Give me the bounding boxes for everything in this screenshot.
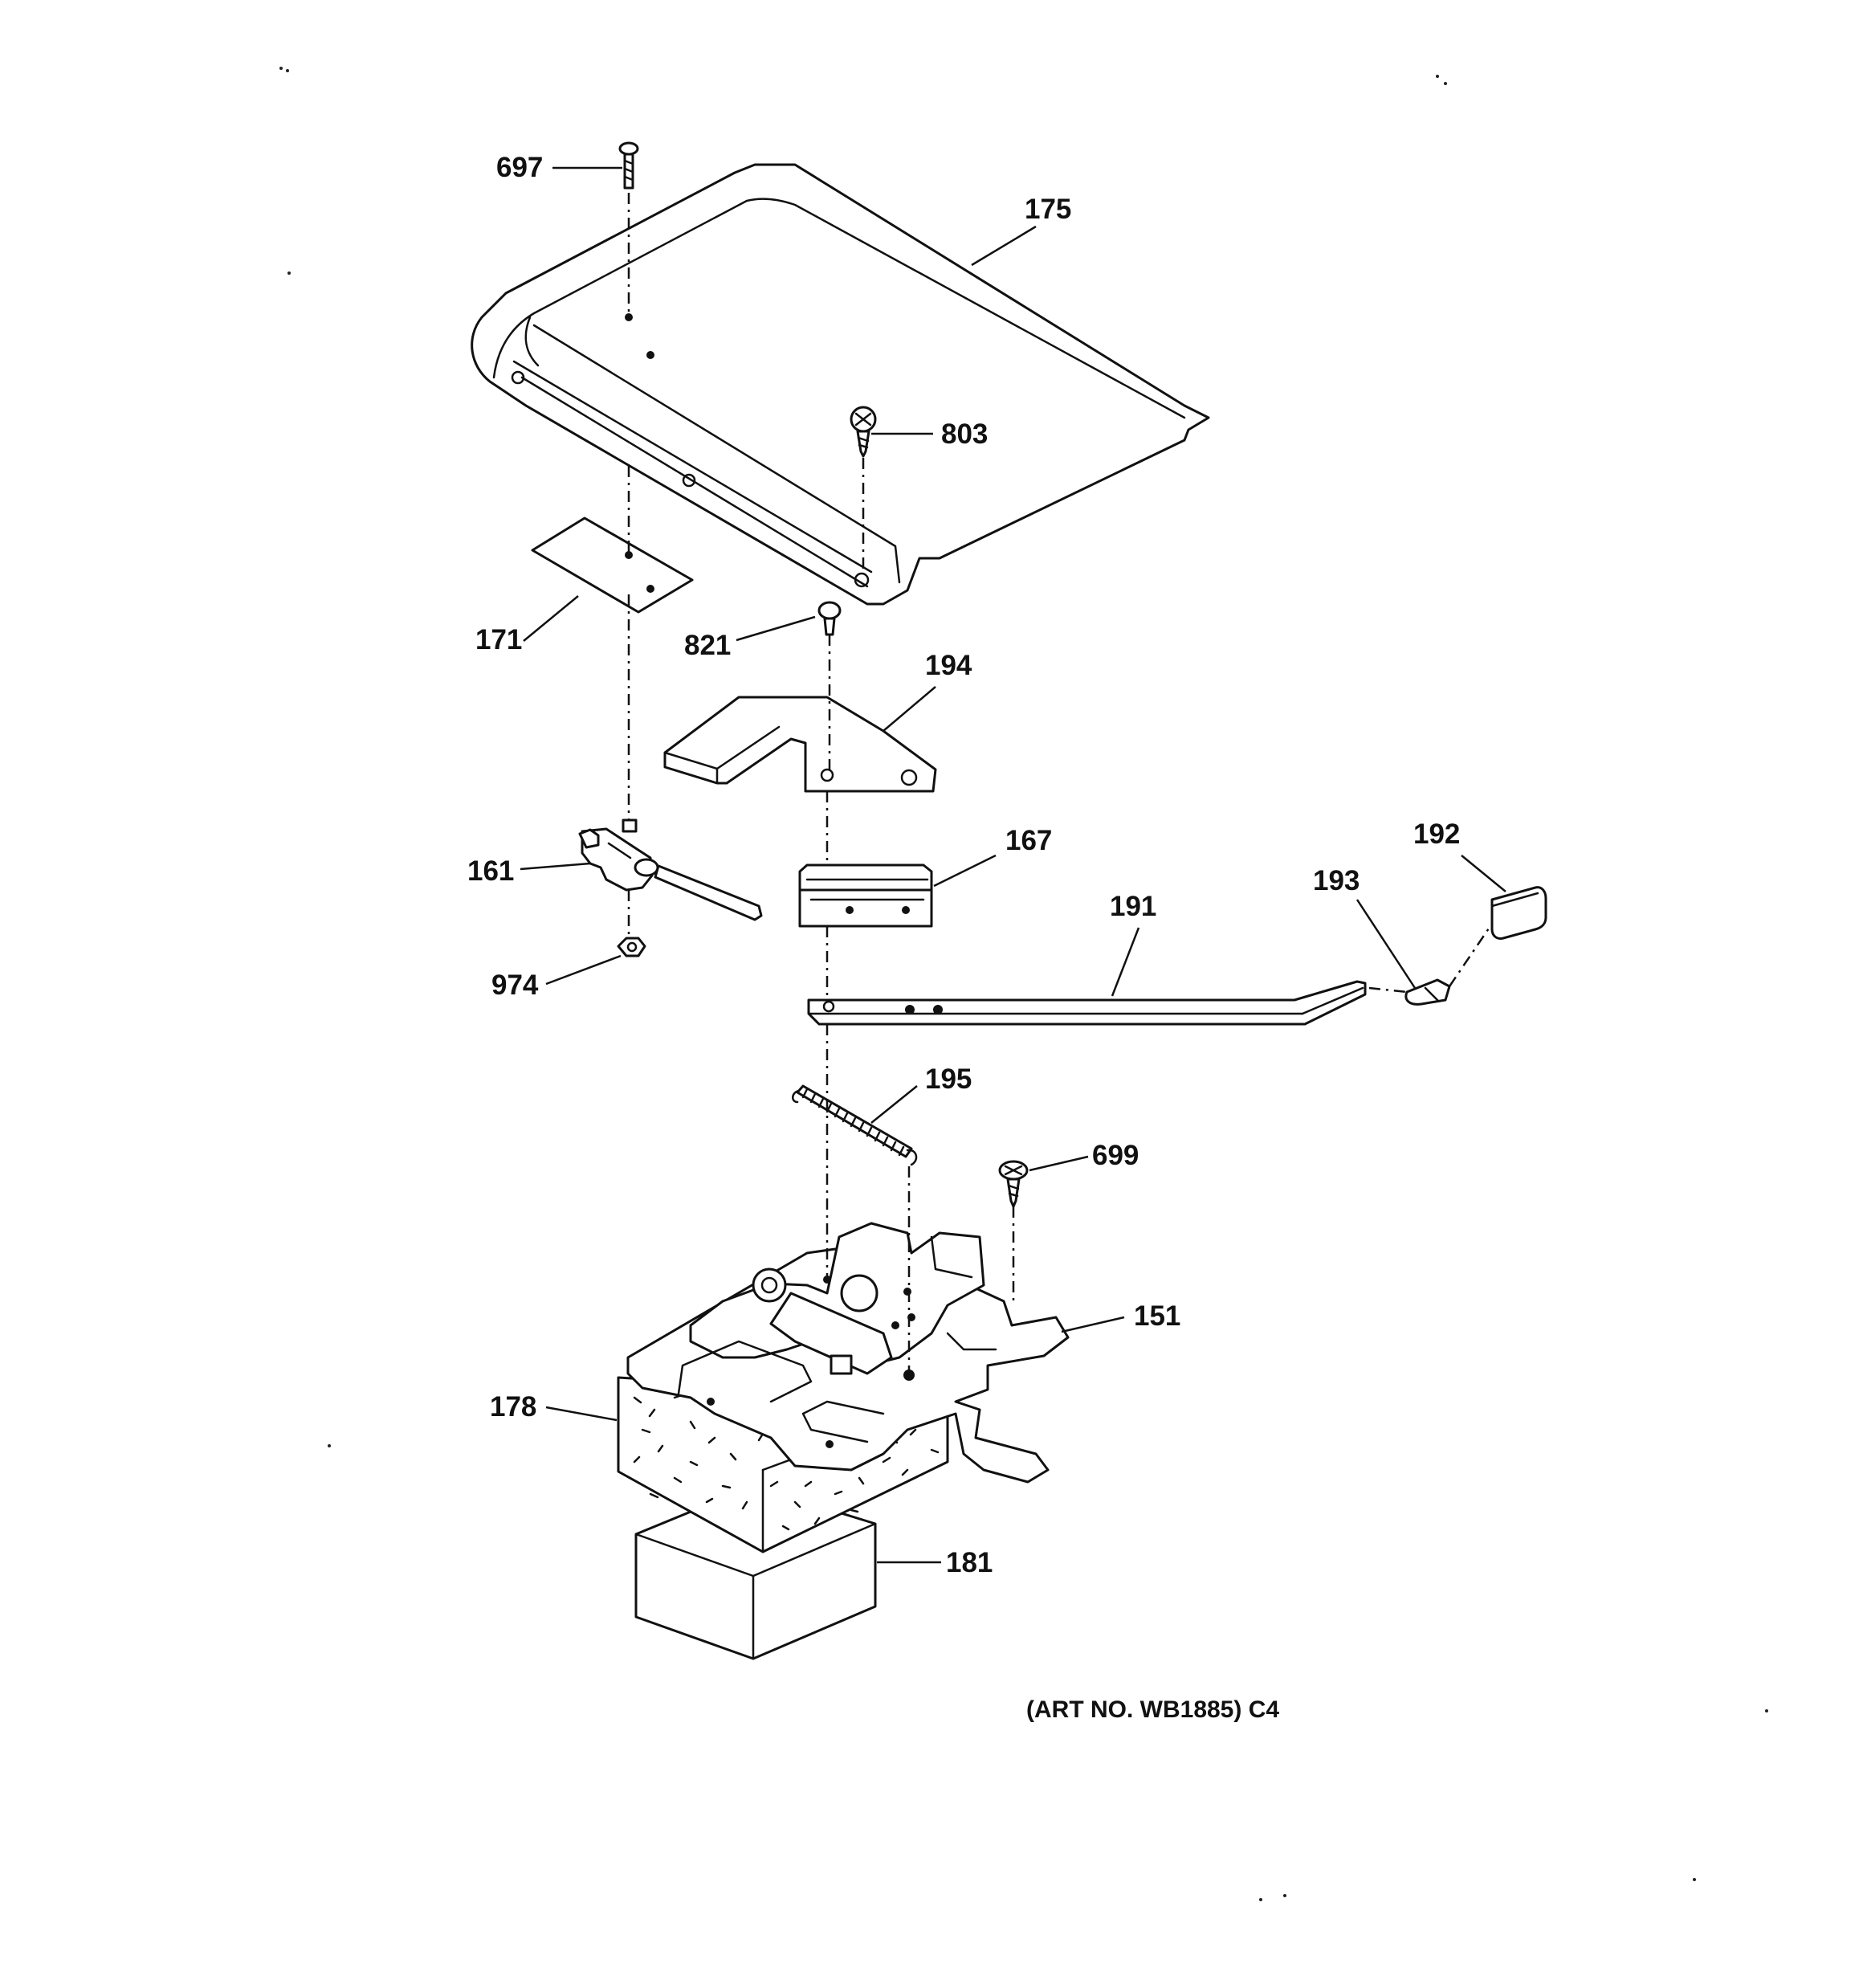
art-number: (ART NO. WB1885) C4 (1026, 1696, 1279, 1723)
callout-178: 178 (490, 1391, 536, 1423)
callout-193: 193 (1313, 865, 1360, 896)
part-699-screw (998, 1160, 1029, 1208)
part-194-bracket (663, 696, 937, 793)
callout-803: 803 (941, 418, 988, 450)
callout-191: 191 (1110, 891, 1156, 922)
part-821-screw (817, 601, 842, 636)
part-167-block (798, 863, 933, 928)
callout-192: 192 (1413, 818, 1460, 850)
callout-167: 167 (1005, 825, 1052, 856)
callout-181: 181 (946, 1547, 993, 1578)
callout-171: 171 (475, 624, 522, 655)
callout-labels: 697 175 803 171 821 194 161 167 192 193 … (467, 152, 1460, 1578)
part-193-clip (1404, 978, 1451, 1006)
callout-821: 821 (684, 630, 731, 661)
part-175-top-cover (471, 163, 1210, 606)
insulation-texture (633, 1394, 940, 1531)
callout-195: 195 (925, 1063, 972, 1095)
part-191-rod (807, 980, 1367, 1026)
callout-151: 151 (1134, 1300, 1180, 1332)
part-974-nut (617, 937, 646, 957)
callout-974: 974 (491, 970, 539, 1001)
part-192-cap (1490, 886, 1547, 940)
part-803-screw (850, 406, 877, 458)
part-161-switch (578, 818, 763, 921)
leader-lines (520, 166, 1506, 1564)
scan-noise (279, 67, 1768, 1901)
callout-699: 699 (1092, 1140, 1139, 1171)
part-171-plate (531, 516, 694, 614)
callout-175: 175 (1025, 194, 1071, 225)
callout-194: 194 (925, 650, 972, 681)
assembly-lines (627, 193, 1494, 1375)
callout-161: 161 (467, 855, 514, 887)
part-697-screw (618, 141, 639, 190)
part-195-spring (792, 1084, 918, 1166)
callout-697: 697 (496, 152, 543, 183)
part-151-latch-base (626, 1222, 1070, 1484)
